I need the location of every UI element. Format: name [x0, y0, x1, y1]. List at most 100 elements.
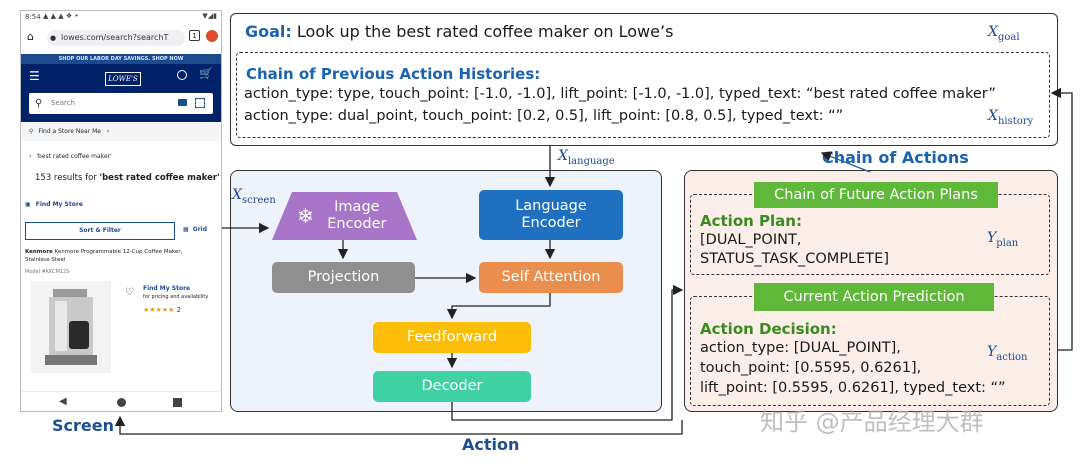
x-screen-subscript: screen	[241, 194, 276, 206]
x-language-symbol: X	[558, 148, 568, 164]
y-action-variable: Yaction	[987, 344, 1028, 363]
pricing-note: for pricing and availability	[143, 294, 209, 300]
arrow-decoder-to-output	[451, 284, 684, 421]
goal-line: Goal: Look up the best rated coffee make…	[245, 22, 673, 41]
goal-label: Goal:	[245, 22, 292, 41]
grid-icon: ▦	[183, 226, 189, 233]
url-text: lowes.com/search?searchT	[61, 33, 169, 42]
snowflake-icon: ❄	[297, 203, 314, 228]
hamburger-menu-icon[interactable]: ☰	[29, 69, 40, 83]
results-count: 153 results for 'best rated coffee maker…	[35, 173, 220, 183]
plan-line-1: [DUAL_POINT,	[700, 232, 802, 248]
x-goal-subscript: goal	[997, 31, 1020, 43]
screen-label: Screen	[52, 416, 114, 435]
future-plans-bar: Chain of Future Action Plans	[754, 182, 998, 208]
url-field[interactable]: ● lowes.com/search?searchT	[47, 30, 185, 46]
x-language-variable: Xlanguage	[558, 148, 615, 167]
x-history-subscript: history	[997, 115, 1034, 127]
x-screen-symbol: X	[232, 187, 242, 203]
x-screen-variable: Xscreen	[232, 187, 276, 206]
history-box	[236, 52, 1050, 138]
x-goal-variable: Xgoal	[988, 24, 1020, 43]
decoder-block: Decoder	[373, 371, 531, 402]
lowes-logo[interactable]: LOWE'S	[105, 72, 141, 86]
image-encoder-shape	[272, 192, 417, 240]
search-input[interactable]: ⚲ Search	[29, 93, 213, 114]
store-locator-row[interactable]: ⚲ Find a Store Near Me ›	[21, 123, 221, 141]
current-prediction-bar: Current Action Prediction	[754, 283, 994, 311]
arrow-chain-of-actions	[820, 151, 871, 173]
android-nav-bar: ◀	[21, 391, 221, 411]
y-plan-variable: Yplan	[987, 230, 1018, 249]
browser-menu-icon[interactable]	[206, 30, 218, 42]
coffee-maker-image	[45, 289, 97, 365]
cart-icon[interactable]: 🛒	[199, 67, 213, 80]
chevron-right-icon: ›	[106, 128, 110, 135]
browser-url-bar: ⌂ ● lowes.com/search?searchT 1	[21, 27, 221, 49]
chain-of-actions-label: Chain of Actions	[822, 148, 969, 167]
grid-label: Grid	[192, 226, 208, 233]
breadcrumb[interactable]: ‹ 'best rated coffee maker'	[29, 153, 112, 160]
recents-square-icon[interactable]	[173, 398, 182, 407]
find-store-link-2[interactable]: Find My Store	[143, 285, 191, 292]
lowes-header: ☰ LOWE'S 🛒 ⚲ Search	[21, 64, 221, 122]
rating-stars: ★★★★★ 2	[143, 306, 182, 314]
results-query: 'best rated coffee maker'	[99, 173, 220, 183]
image-encoder-label: Image Encoder	[327, 199, 387, 232]
x-history-symbol: X	[988, 108, 998, 124]
search-placeholder: Search	[51, 99, 76, 107]
arrow-action-back-to-history	[1050, 87, 1073, 351]
plan-title: Action Plan:	[700, 212, 802, 230]
history-title: Chain of Previous Action Histories:	[246, 65, 541, 83]
barcode-scan-icon[interactable]	[195, 98, 205, 108]
home-icon[interactable]: ⌂	[27, 30, 34, 43]
phone-screenshot: 8:54 ▲ ▲ ▲ ❖ • ▼◢▮ ⌂ ● lowes.com/search?…	[20, 10, 222, 412]
store-link: Find a Store Near Me	[38, 128, 101, 135]
favorite-heart-icon[interactable]: ♡	[125, 287, 134, 298]
decision-line-2: touch_point: [0.5595, 0.6261],	[700, 360, 922, 376]
language-encoder-block: Language Encoder	[479, 190, 623, 240]
y-plan-subscript: plan	[996, 237, 1019, 249]
home-circle-icon[interactable]	[117, 398, 126, 407]
plan-line-2: STATUS_TASK_COMPLETE]	[700, 251, 889, 267]
find-my-store-link[interactable]: ▣ Find My Store	[25, 201, 83, 208]
location-pin-icon: ⚲	[29, 128, 34, 135]
store-icon: ▣	[25, 201, 31, 208]
status-time: 8:54	[25, 13, 41, 21]
back-icon[interactable]: ◀	[59, 396, 67, 407]
self-attention-block: Self Attention	[479, 262, 623, 293]
decision-line-3: lift_point: [0.5595, 0.6261], typed_text…	[700, 380, 1006, 396]
x-history-variable: Xhistory	[988, 108, 1033, 127]
x-language-subscript: language	[567, 155, 615, 167]
history-line-1: action_type: type, touch_point: [-1.0, -…	[244, 86, 996, 102]
x-goal-symbol: X	[988, 24, 998, 40]
account-icon[interactable]	[177, 70, 187, 80]
decision-line-1: action_type: [DUAL_POINT],	[700, 340, 901, 356]
product-image[interactable]	[31, 281, 111, 373]
search-icon: ⚲	[35, 98, 43, 109]
rating-count: 2	[176, 306, 182, 314]
notification-icons: ▲ ▲ ▲ ❖ •	[43, 12, 79, 20]
action-label: Action	[462, 435, 520, 454]
history-line-2: action_type: dual_point, touch_point: [0…	[244, 108, 844, 124]
sort-filter-button[interactable]: Sort & Filter	[25, 222, 175, 240]
battery-icon: ▼◢▮	[202, 12, 217, 20]
y-action-symbol: Y	[987, 344, 997, 360]
goal-box	[230, 13, 1058, 146]
grid-toggle[interactable]: ▦ Grid	[183, 226, 207, 233]
image-encoder-block: ❄ Image Encoder	[272, 192, 417, 240]
decision-title: Action Decision:	[700, 320, 837, 338]
chevron-left-icon: ‹	[29, 153, 32, 160]
promo-banner[interactable]: SHOP OUR LABOR DAY SAVINGS. SHOP NOW	[21, 54, 221, 64]
camera-icon[interactable]	[178, 99, 187, 106]
product-title-line1: Kenmore Programmable 12-Cup Coffee Maker…	[54, 249, 183, 255]
product-title-line2: Stainless Steel	[25, 257, 66, 263]
model-number: Model #KKCM12S	[25, 269, 70, 275]
lock-icon: ●	[50, 34, 57, 42]
product-title[interactable]: Kenmore Kenmore Programmable 12-Cup Coff…	[25, 249, 182, 255]
feedforward-block: Feedforward	[373, 322, 531, 353]
arrow-action-to-screen	[114, 415, 683, 435]
tabs-icon[interactable]: 1	[189, 30, 200, 41]
results-prefix: 153 results for	[35, 173, 100, 183]
arrow-self-attention-to-feedforward	[446, 293, 551, 320]
